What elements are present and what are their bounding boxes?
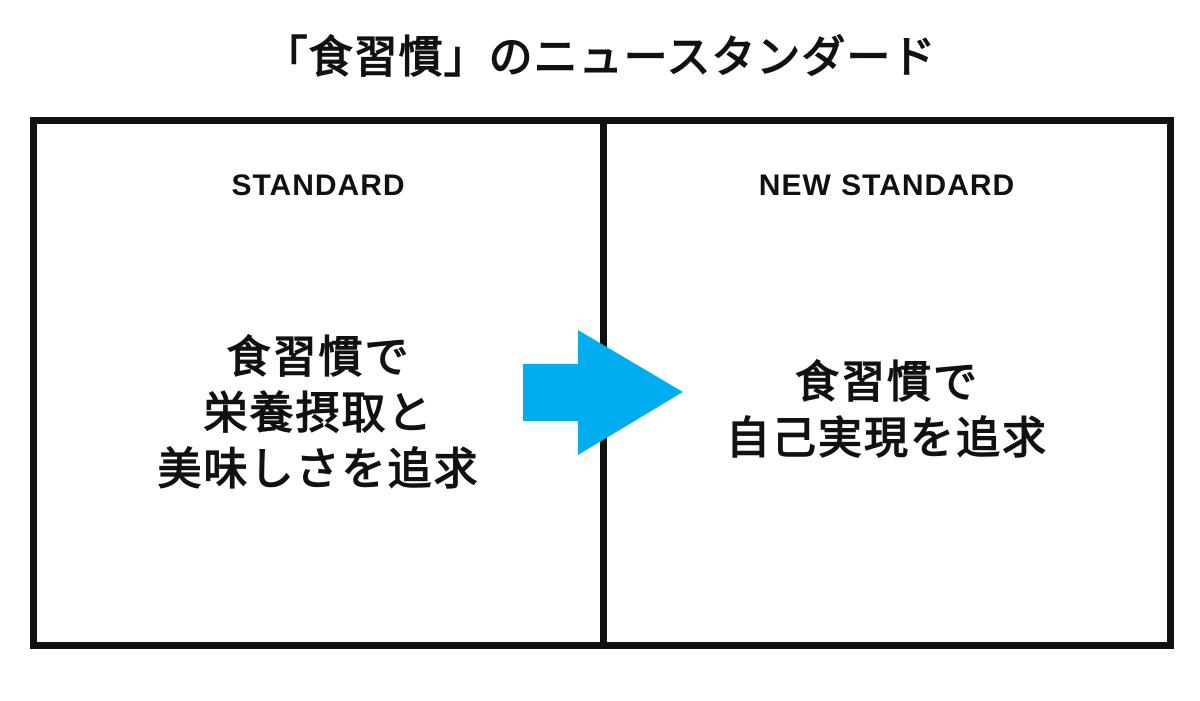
standard-heading: STANDARD [231, 169, 406, 202]
standard-description: 食習慣で 栄養摂取と 美味しさを追求 [37, 330, 600, 498]
new-standard-line-1: 食習慣で [795, 357, 979, 408]
new-standard-heading: NEW STANDARD [758, 169, 1016, 202]
diagram-title: 「食習慣」のニュースタンダード [263, 32, 937, 83]
new-standard-line-2: 自己実現を追求 [726, 413, 1048, 464]
standard-line-1: 食習慣で [226, 332, 411, 383]
standard-line-2: 栄養摂取と [203, 388, 434, 439]
right-arrow-icon [523, 330, 683, 455]
new-standard-description: 食習慣で 自己実現を追求 [607, 355, 1167, 467]
arrow-shape [523, 330, 683, 455]
standard-line-3: 美味しさを追求 [157, 444, 480, 495]
